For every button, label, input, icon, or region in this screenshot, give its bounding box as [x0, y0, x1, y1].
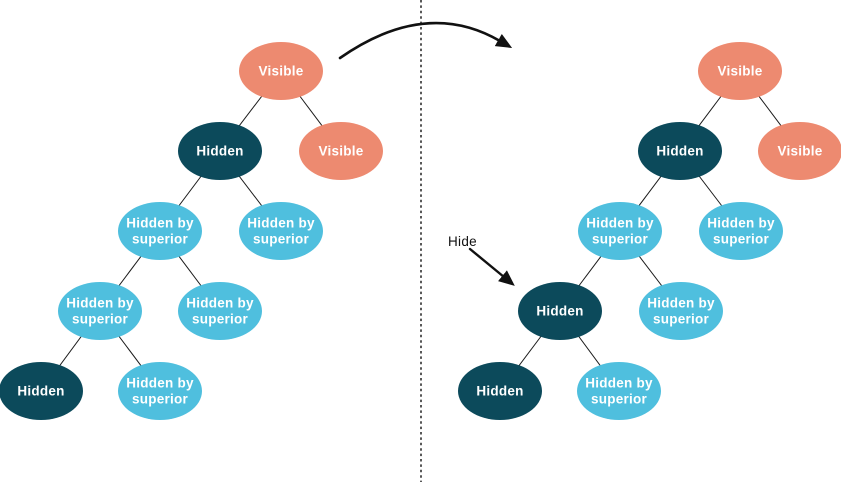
node-label: Visible — [717, 64, 762, 79]
node-ellipse — [118, 202, 202, 260]
hide-label: Hide — [448, 234, 477, 249]
hide-annotation: Hide — [448, 234, 515, 286]
hide-arrow-icon — [468, 247, 515, 286]
tree-node-visible: Visible — [758, 122, 841, 180]
node-ellipse — [699, 202, 783, 260]
node-ellipse — [638, 122, 722, 180]
node-ellipse — [118, 362, 202, 420]
node-label: Visible — [777, 144, 822, 159]
tree-node-visible: Visible — [239, 42, 323, 100]
node-label: Visible — [258, 64, 303, 79]
node-ellipse — [577, 362, 661, 420]
node-ellipse — [518, 282, 602, 340]
node-ellipse — [578, 202, 662, 260]
node-label: Hidden — [656, 144, 703, 159]
node-label: Visible — [318, 144, 363, 159]
transition-arrow-icon — [338, 21, 513, 60]
node-ellipse — [239, 202, 323, 260]
node-ellipse — [758, 122, 841, 180]
node-ellipse — [639, 282, 723, 340]
node-ellipse — [458, 362, 542, 420]
node-label: Hidden — [536, 304, 583, 319]
node-ellipse — [58, 282, 142, 340]
tree-node-hidden: Hidden — [458, 362, 542, 420]
node-label: Hidden — [17, 384, 64, 399]
tree-node-hidden: Hidden — [518, 282, 602, 340]
tree-node-visible: Visible — [698, 42, 782, 100]
tree-node-visible: Visible — [299, 122, 383, 180]
tree-node-hidden: Hidden — [0, 362, 83, 420]
node-label: Hidden — [196, 144, 243, 159]
tree-node-hidden: Hidden — [638, 122, 722, 180]
node-ellipse — [698, 42, 782, 100]
node-ellipse — [178, 122, 262, 180]
node-ellipse — [178, 282, 262, 340]
node-label: Hidden — [476, 384, 523, 399]
node-ellipse — [0, 362, 83, 420]
node-ellipse — [299, 122, 383, 180]
node-ellipse — [239, 42, 323, 100]
tree-node-hidden: Hidden — [178, 122, 262, 180]
